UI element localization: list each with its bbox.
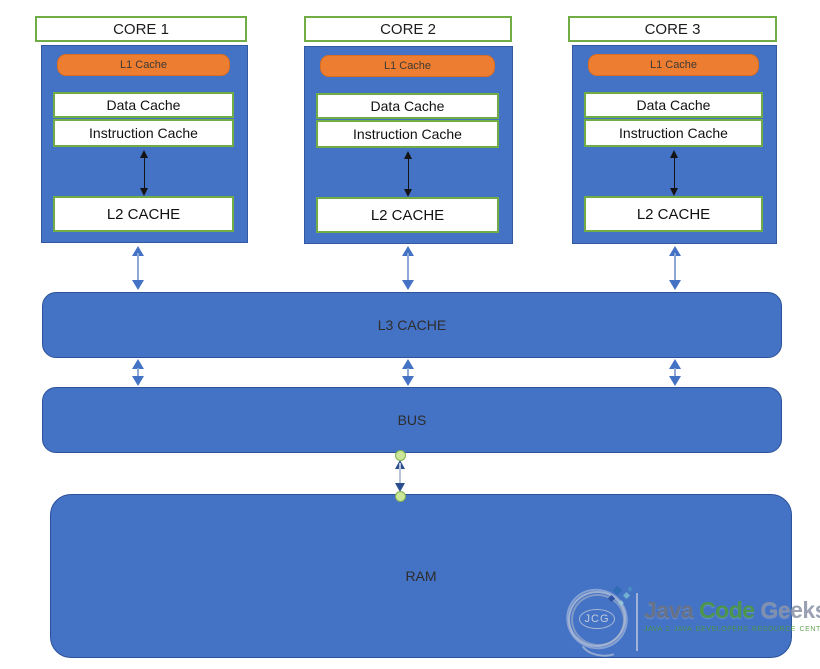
core2-to-l3-double-arrow-icon [401, 246, 415, 290]
core3-l1-cache-label: L1 Cache [649, 59, 698, 71]
core1-instruction-cache-box: Instruction Cache [53, 119, 234, 147]
core2-block: L1 Cache Data Cache Instruction Cache L2… [304, 46, 513, 244]
core2-l2-cache-box: L2 CACHE [316, 197, 499, 233]
bus-to-ram-connector [394, 450, 406, 502]
core1-data-cache-box: Data Cache [53, 92, 234, 118]
core1-instruction-cache-label: Instruction Cache [89, 125, 198, 141]
l3-to-bus-double-arrow-center-icon [401, 359, 415, 386]
core2-instruction-cache-label: Instruction Cache [353, 126, 462, 142]
watermark-divider [636, 593, 638, 651]
core2-title-box: CORE 2 [304, 16, 512, 42]
core1-block: L1 Cache Data Cache Instruction Cache L2… [41, 45, 248, 243]
watermark-word-java: Java [644, 597, 694, 623]
core3-title: CORE 3 [644, 20, 701, 38]
connector-endpoint-handle-bottom [394, 491, 406, 502]
jcg-monogram: JCG [579, 609, 615, 629]
core3-l2-cache-label: L2 CACHE [636, 205, 711, 223]
core3-cache-to-l2-double-arrow-icon [670, 150, 680, 196]
l3-to-bus-double-arrow-right-icon [668, 359, 682, 386]
core1-l1-cache-label: L1 Cache [119, 59, 168, 71]
core1-title-box: CORE 1 [35, 16, 247, 42]
ram-label: RAM [405, 568, 437, 584]
javacodegeeks-watermark: JCG Java Code Geeks Java 2 Java Develope… [555, 577, 820, 664]
core2-data-cache-box: Data Cache [316, 93, 499, 119]
ram-box: RAM [50, 494, 792, 658]
core3-data-cache-box: Data Cache [584, 92, 763, 118]
l3-to-bus-double-arrow-left-icon [131, 359, 145, 386]
watermark-subtitle: Java 2 Java Developers Resource Center [644, 626, 820, 633]
core1-l2-cache-box: L2 CACHE [53, 196, 234, 232]
core1-to-l3-double-arrow-icon [131, 246, 145, 290]
core2-data-cache-label: Data Cache [370, 98, 445, 114]
core1-l1-cache-box: L1 Cache [57, 54, 230, 76]
core3-to-l3-double-arrow-icon [668, 246, 682, 290]
bus-box: BUS [42, 387, 782, 453]
watermark-title: Java Code Geeks [644, 597, 820, 624]
core2-instruction-cache-box: Instruction Cache [316, 120, 499, 148]
connector-endpoint-handle-top [394, 450, 406, 461]
core2-l1-cache-box: L1 Cache [320, 55, 495, 77]
core3-title-box: CORE 3 [568, 16, 777, 42]
jcg-logo-icon: JCG [555, 577, 639, 664]
core1-l2-cache-label: L2 CACHE [106, 205, 181, 223]
l3-cache-box: L3 CACHE [42, 292, 782, 358]
core2-l1-cache-label: L1 Cache [383, 60, 432, 72]
core2-title: CORE 2 [380, 20, 436, 38]
watermark-word-geeks: Geeks [760, 597, 820, 623]
core3-l1-cache-box: L1 Cache [588, 54, 759, 76]
core3-block: L1 Cache Data Cache Instruction Cache L2… [572, 45, 777, 244]
l3-cache-label: L3 CACHE [377, 317, 447, 333]
core1-title: CORE 1 [113, 20, 169, 38]
core2-cache-to-l2-double-arrow-icon [404, 151, 414, 197]
watermark-wordmark: Java Code Geeks Java 2 Java Developers R… [644, 597, 820, 633]
bus-label: BUS [397, 412, 427, 428]
watermark-word-code: Code [699, 597, 755, 623]
core1-data-cache-label: Data Cache [106, 97, 181, 113]
core2-l2-cache-label: L2 CACHE [370, 206, 445, 224]
core3-l2-cache-box: L2 CACHE [584, 196, 763, 232]
core3-instruction-cache-box: Instruction Cache [584, 119, 763, 147]
core3-instruction-cache-label: Instruction Cache [619, 125, 728, 141]
core3-data-cache-label: Data Cache [636, 97, 711, 113]
core1-cache-to-l2-double-arrow-icon [140, 150, 150, 196]
